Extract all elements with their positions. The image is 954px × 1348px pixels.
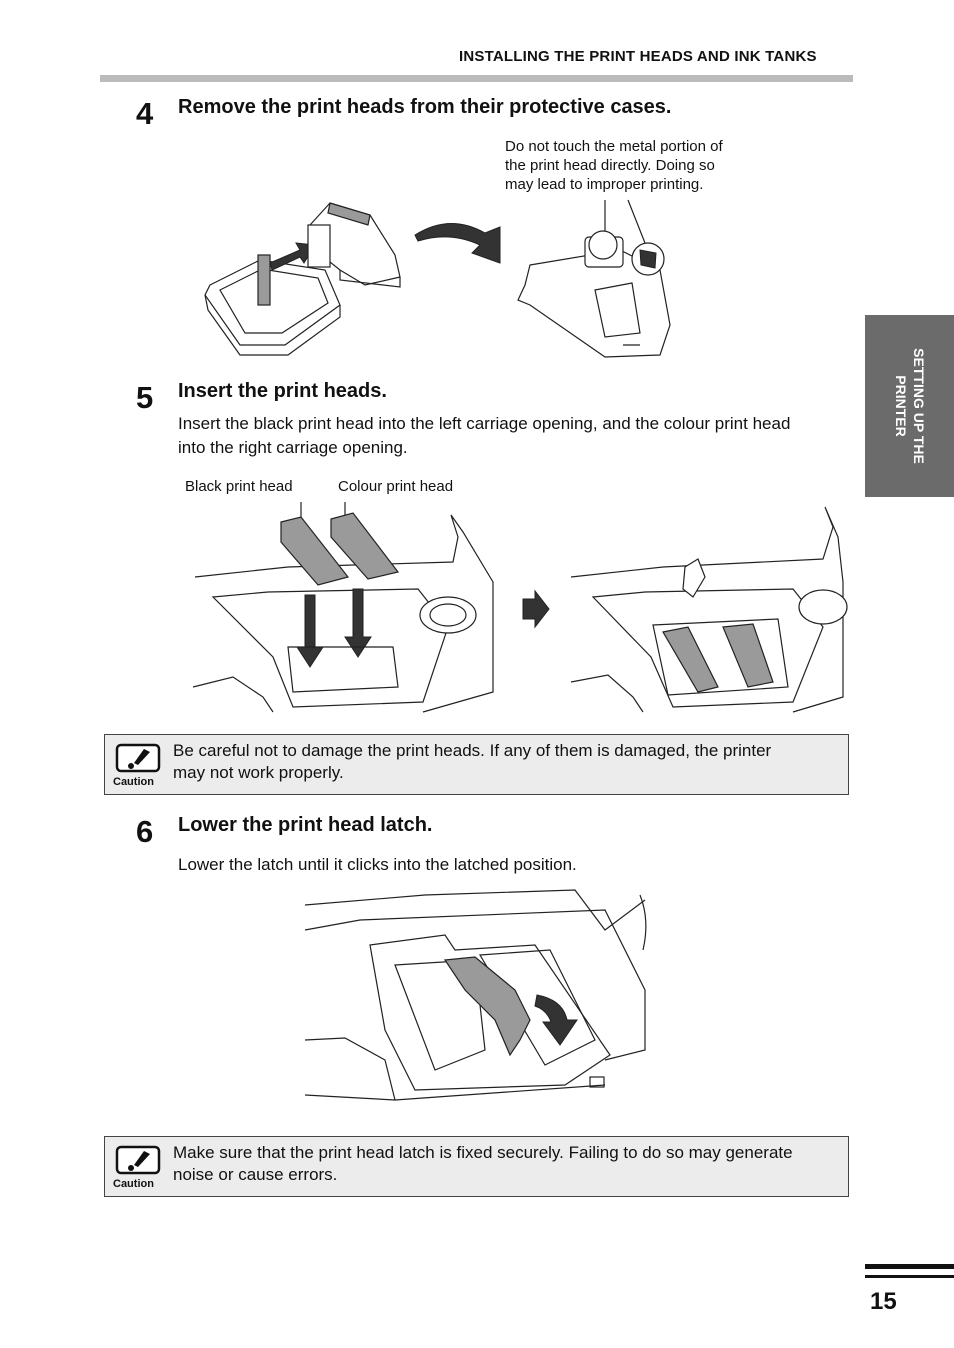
illustration-remove-print-head bbox=[204, 199, 671, 358]
step-6-text: Lower the latch until it clicks into the… bbox=[178, 855, 577, 874]
label-black-print-head: Black print head bbox=[185, 478, 293, 495]
step-5-title: Insert the print heads. bbox=[178, 380, 387, 402]
header-title: INSTALLING THE PRINT HEADS AND INK TANKS bbox=[459, 48, 817, 65]
step-5-number: 5 bbox=[136, 380, 154, 415]
step-6-number: 6 bbox=[136, 814, 154, 849]
caution-box-2: Caution Make sure that the print head la… bbox=[104, 1136, 849, 1197]
page-number-rule bbox=[865, 1264, 954, 1269]
side-tab-label-1: SETTING UP THE bbox=[910, 348, 927, 464]
caution-icon bbox=[114, 1145, 162, 1189]
page-number-rule bbox=[865, 1275, 954, 1278]
section-side-tab: SETTING UP THE PRINTER bbox=[865, 315, 954, 497]
step-4-note: Do not touch the metal portion of the pr… bbox=[505, 138, 723, 193]
step-5-text: Insert the black print head into the lef… bbox=[178, 414, 791, 457]
caution-icon bbox=[114, 743, 162, 787]
header-rule bbox=[100, 75, 853, 82]
illustration-lower-latch bbox=[304, 889, 647, 1101]
illustration-insert-print-heads bbox=[192, 502, 848, 713]
caution-text-2: Make sure that the print head latch is f… bbox=[173, 1143, 793, 1184]
side-tab-label-2: PRINTER bbox=[892, 375, 909, 437]
step-6-title: Lower the print head latch. bbox=[178, 814, 433, 836]
step-4-title: Remove the print heads from their protec… bbox=[178, 96, 672, 118]
caution-label-1: Caution bbox=[113, 776, 154, 788]
caution-label-2: Caution bbox=[113, 1178, 154, 1190]
caution-box-1: Caution Be careful not to damage the pri… bbox=[104, 734, 849, 795]
step-4-number: 4 bbox=[136, 96, 154, 131]
caution-text-1: Be careful not to damage the print heads… bbox=[173, 741, 772, 782]
label-colour-print-head: Colour print head bbox=[338, 478, 454, 495]
page-number: 15 bbox=[870, 1288, 897, 1315]
